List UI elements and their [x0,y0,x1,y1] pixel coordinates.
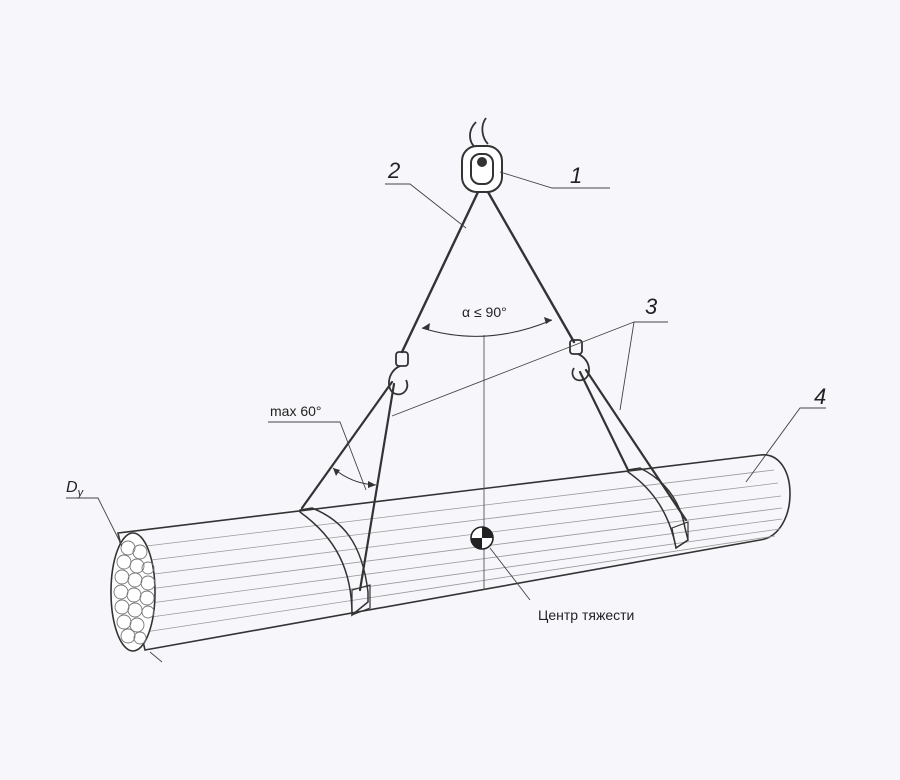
leader-max60 [268,421,367,491]
callout-3: 3 [645,294,658,319]
angle-top-label: α ≤ 90° [462,304,507,320]
pipe-end-face [110,532,156,652]
leader-3b [619,321,668,411]
left-sling-band [299,507,371,617]
callout-4: 4 [814,384,826,409]
lower-sling-legs [300,368,688,592]
left-hook [388,351,409,396]
leader-dy-bottom [149,651,163,663]
angle-arc-top [421,319,553,337]
pipe-strands [129,469,783,633]
pipe-body [117,454,791,651]
callout-1: 1 [570,163,582,188]
leader-lines [66,171,826,663]
diameter-subscript: у [77,487,85,499]
center-of-gravity-label: Центр тяжести [538,607,634,623]
center-of-gravity-marker [470,526,494,550]
right-main-leg [486,190,576,344]
leader-3a [391,321,635,417]
leader-cog [489,547,531,601]
leader-2 [385,183,467,229]
callout-2: 2 [387,158,400,183]
left-main-leg [400,190,480,354]
leader-1 [499,171,610,189]
leader-dy [66,497,123,547]
pipe-end-tubes [113,540,156,645]
diameter-main: D [66,479,78,496]
diameter-label: Dу [66,479,85,499]
master-link [461,145,503,193]
leader-4 [745,407,826,483]
pipe-bundle [110,335,791,652]
main-sling-legs [400,190,576,354]
angle-side-label: max 60° [270,403,322,419]
